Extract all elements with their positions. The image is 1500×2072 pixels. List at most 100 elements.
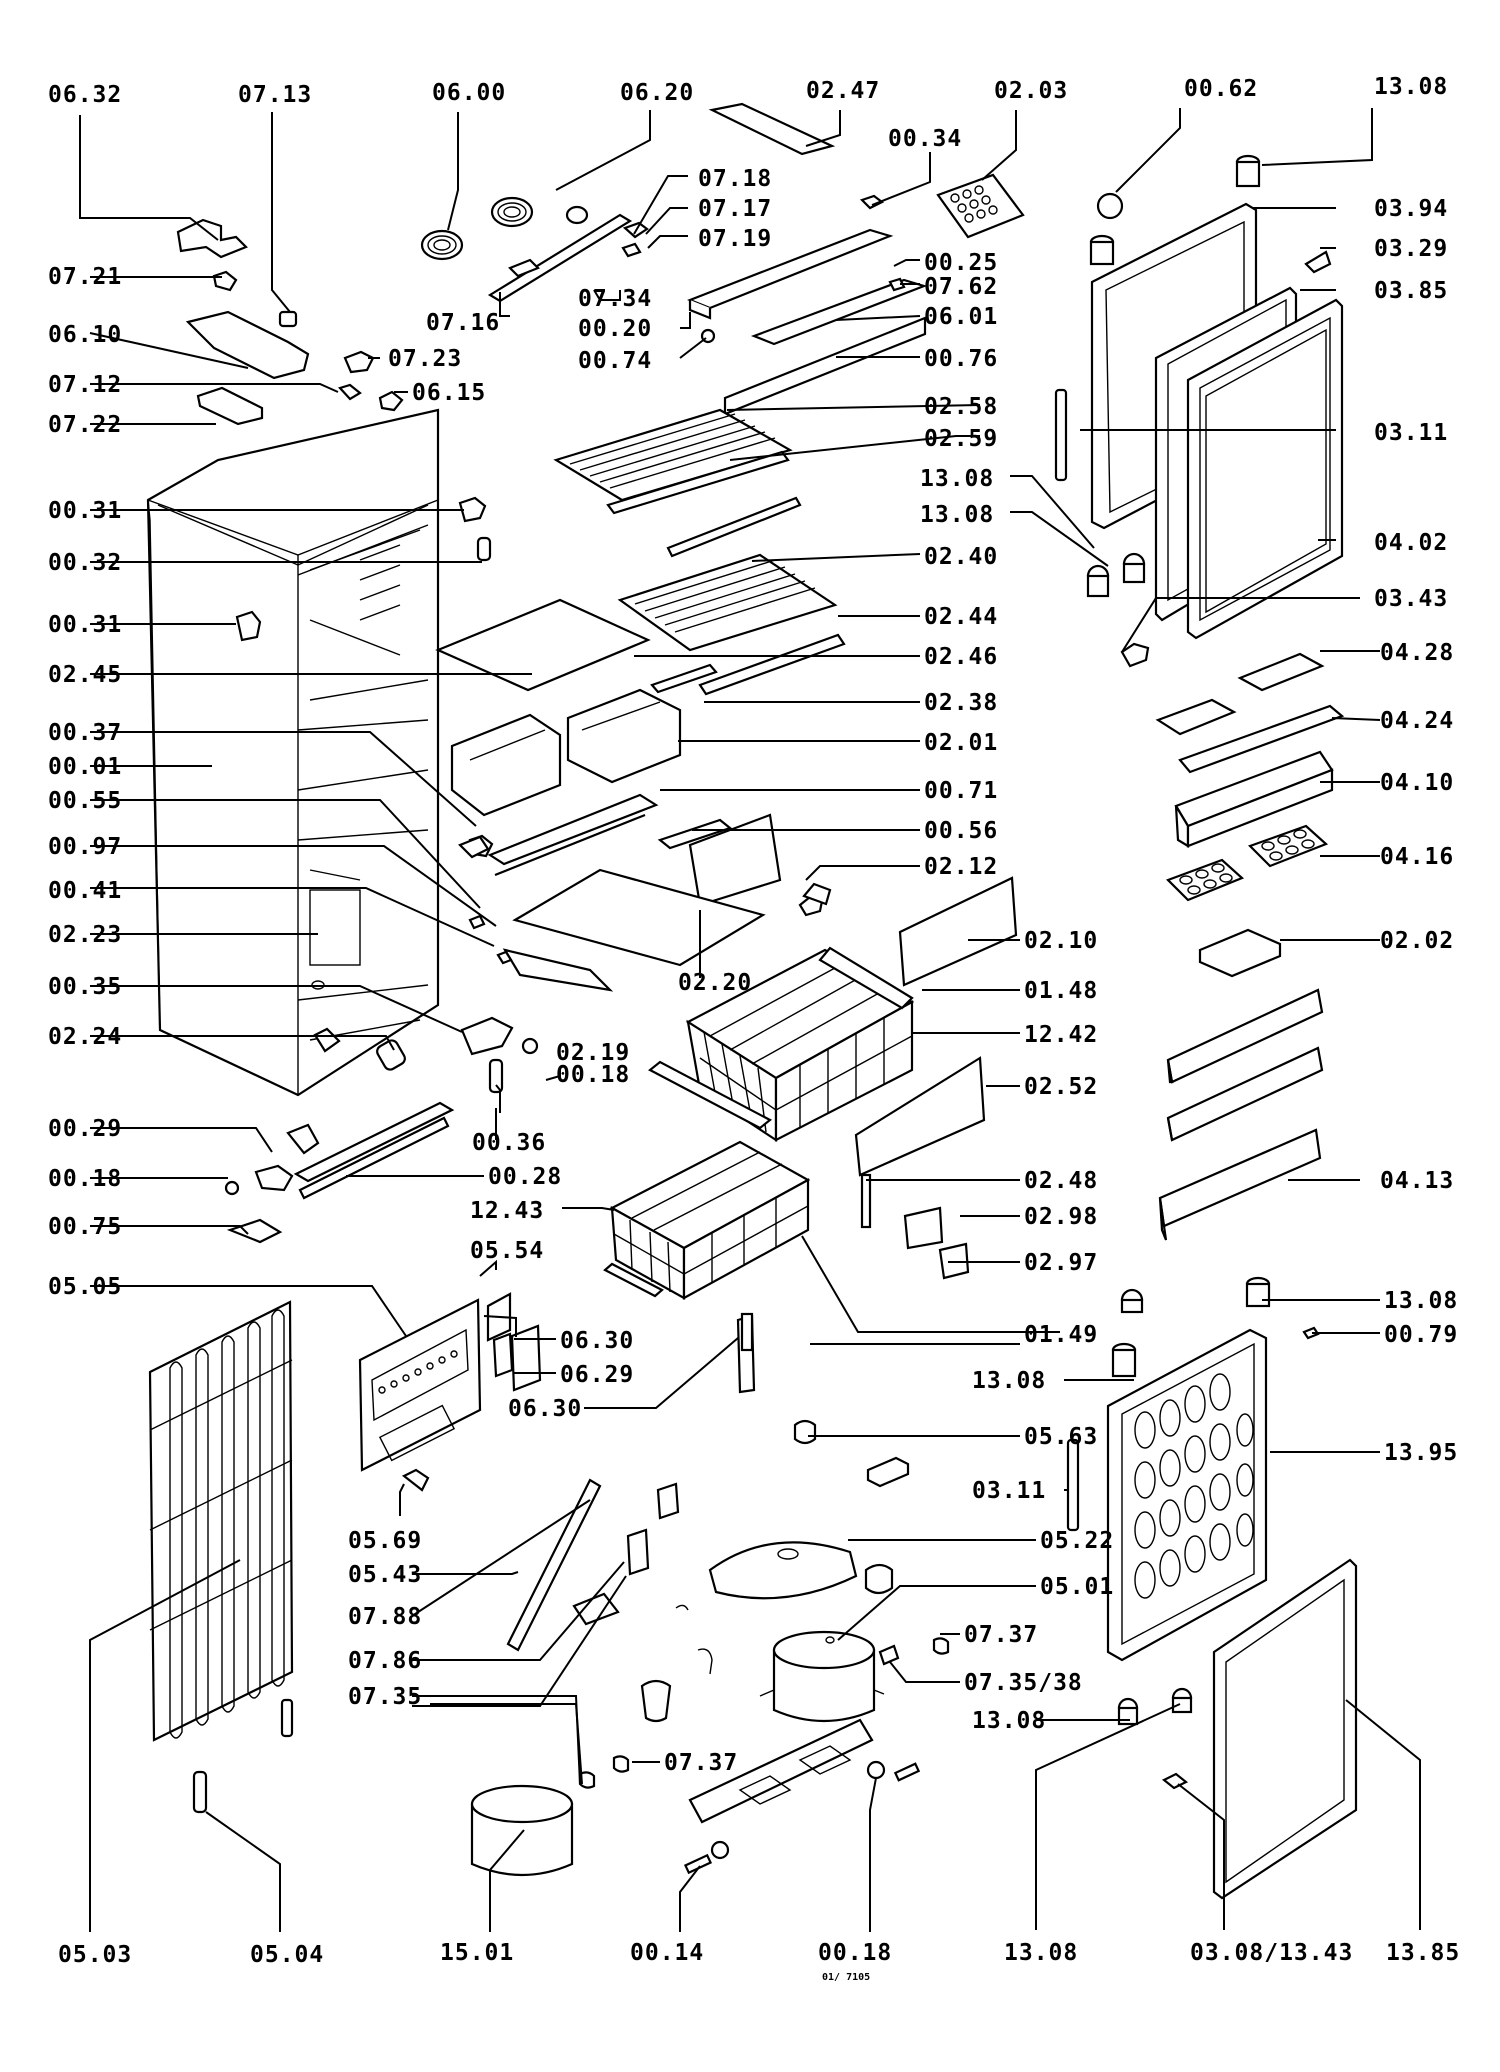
glass-shelf-crispers <box>435 598 824 992</box>
label-02-01: 02.01 <box>924 730 998 756</box>
top-center-parts <box>687 102 1025 416</box>
label-00-18: 00.18 <box>556 1062 630 1088</box>
label-13-08: 13.08 <box>920 466 994 492</box>
label-00-20: 00.20 <box>578 316 652 342</box>
label-07-23: 07.23 <box>388 346 462 372</box>
label-02-98: 02.98 <box>1024 1204 1098 1230</box>
label-00-35: 00.35 <box>48 974 122 1000</box>
label-05-04: 05.04 <box>250 1942 324 1968</box>
label-00-25: 00.25 <box>924 250 998 276</box>
label-06-15: 06.15 <box>412 380 486 406</box>
label-06-01: 06.01 <box>924 304 998 330</box>
label-13-08: 13.08 <box>972 1708 1046 1734</box>
label-13-95: 13.95 <box>1384 1440 1458 1466</box>
label-00-29: 00.29 <box>48 1116 122 1142</box>
cabinet <box>146 408 492 1097</box>
mid-right-door-parts <box>736 876 1018 1488</box>
label-02-38: 02.38 <box>924 690 998 716</box>
leader-lines <box>79 108 1421 1932</box>
label-13-08: 13.08 <box>1374 74 1448 100</box>
label-07-37: 07.37 <box>664 1750 738 1776</box>
label-00-62: 00.62 <box>1184 76 1258 102</box>
wire-shelf-lower <box>617 553 846 696</box>
label-05-69: 05.69 <box>348 1528 422 1554</box>
label-12-42: 12.42 <box>1024 1022 1098 1048</box>
label-07-35-38: 07.35/38 <box>964 1670 1083 1696</box>
wire-shelf-upper <box>553 408 802 558</box>
label-02-58: 02.58 <box>924 394 998 420</box>
label-07-16: 07.16 <box>426 310 500 336</box>
label-07-19: 07.19 <box>698 226 772 252</box>
label-04-13: 04.13 <box>1380 1168 1454 1194</box>
label-00-36: 00.36 <box>472 1130 546 1156</box>
label-03-85: 03.85 <box>1374 278 1448 304</box>
label-05-63: 05.63 <box>1024 1424 1098 1450</box>
lower-door <box>1066 1276 1358 1900</box>
label-02-03: 02.03 <box>994 78 1068 104</box>
label-00-18: 00.18 <box>48 1166 122 1192</box>
label-00-32: 00.32 <box>48 550 122 576</box>
label-00-31: 00.31 <box>48 612 122 638</box>
label-00-41: 00.41 <box>48 878 122 904</box>
label-00-01: 00.01 <box>48 754 122 780</box>
label-00-74: 00.74 <box>578 348 652 374</box>
compressor-assembly <box>470 1541 950 1877</box>
label-03-29: 03.29 <box>1374 236 1448 262</box>
label-15-01: 15.01 <box>440 1940 514 1966</box>
label-05-05: 05.05 <box>48 1274 122 1300</box>
label-04-28: 04.28 <box>1380 640 1454 666</box>
part-labels: 06.32 07.13 06.00 06.20 02.47 02.03 00.6… <box>48 74 1459 1983</box>
label-06-00: 06.00 <box>432 80 506 106</box>
label-07-86: 07.86 <box>348 1648 422 1674</box>
label-02-44: 02.44 <box>924 604 998 630</box>
label-02-19: 02.19 <box>556 1040 630 1066</box>
label-00-75: 00.75 <box>48 1214 122 1240</box>
label-05-43: 05.43 <box>348 1562 422 1588</box>
label-02-97: 02.97 <box>1024 1250 1098 1276</box>
label-02-59: 02.59 <box>924 426 998 452</box>
label-02-20: 02.20 <box>678 970 752 996</box>
label-06-30: 06.30 <box>508 1396 582 1422</box>
label-05-22: 05.22 <box>1040 1528 1114 1554</box>
label-05-54: 05.54 <box>470 1238 544 1264</box>
label-06-30: 06.30 <box>560 1328 634 1354</box>
label-06-10: 06.10 <box>48 322 122 348</box>
upper-door-racks <box>1120 642 1345 1241</box>
label-07-34: 07.34 <box>578 286 652 312</box>
label-07-62: 07.62 <box>924 274 998 300</box>
label-13-08: 13.08 <box>1384 1288 1458 1314</box>
label-13-08: 13.08 <box>1004 1940 1078 1966</box>
label-07-21: 07.21 <box>48 264 122 290</box>
label-00-31: 00.31 <box>48 498 122 524</box>
basket-upper <box>685 946 915 1143</box>
basket-lower <box>603 1060 811 1300</box>
label-06-32: 06.32 <box>48 82 122 108</box>
label-07-13: 07.13 <box>238 82 312 108</box>
label-05-03: 05.03 <box>58 1942 132 1968</box>
label-02-40: 02.40 <box>924 544 998 570</box>
label-02-12: 02.12 <box>924 854 998 880</box>
label-07-37: 07.37 <box>964 1622 1038 1648</box>
control-panel <box>358 1292 754 1652</box>
label-04-02: 04.02 <box>1374 530 1448 556</box>
condenser <box>148 1300 294 1814</box>
label-03-08-13-43: 03.08/13.43 <box>1190 1940 1353 1966</box>
label-02-23: 02.23 <box>48 922 122 948</box>
label-02-52: 02.52 <box>1024 1074 1098 1100</box>
label-07-12: 07.12 <box>48 372 122 398</box>
label-00-14: 00.14 <box>630 1940 704 1966</box>
label-13-08: 13.08 <box>920 502 994 528</box>
label-03-11: 03.11 <box>1374 420 1448 446</box>
label-02-02: 02.02 <box>1380 928 1454 954</box>
label-00-34: 00.34 <box>888 126 962 152</box>
label-07-22: 07.22 <box>48 412 122 438</box>
label-04-10: 04.10 <box>1380 770 1454 796</box>
label-01-48: 01.48 <box>1024 978 1098 1004</box>
label-00-79: 00.79 <box>1384 1322 1458 1348</box>
label-07-17: 07.17 <box>698 196 772 222</box>
label-03-94: 03.94 <box>1374 196 1448 222</box>
label-12-43: 12.43 <box>470 1198 544 1224</box>
label-06-20: 06.20 <box>620 80 694 106</box>
label-00-97: 00.97 <box>48 834 122 860</box>
